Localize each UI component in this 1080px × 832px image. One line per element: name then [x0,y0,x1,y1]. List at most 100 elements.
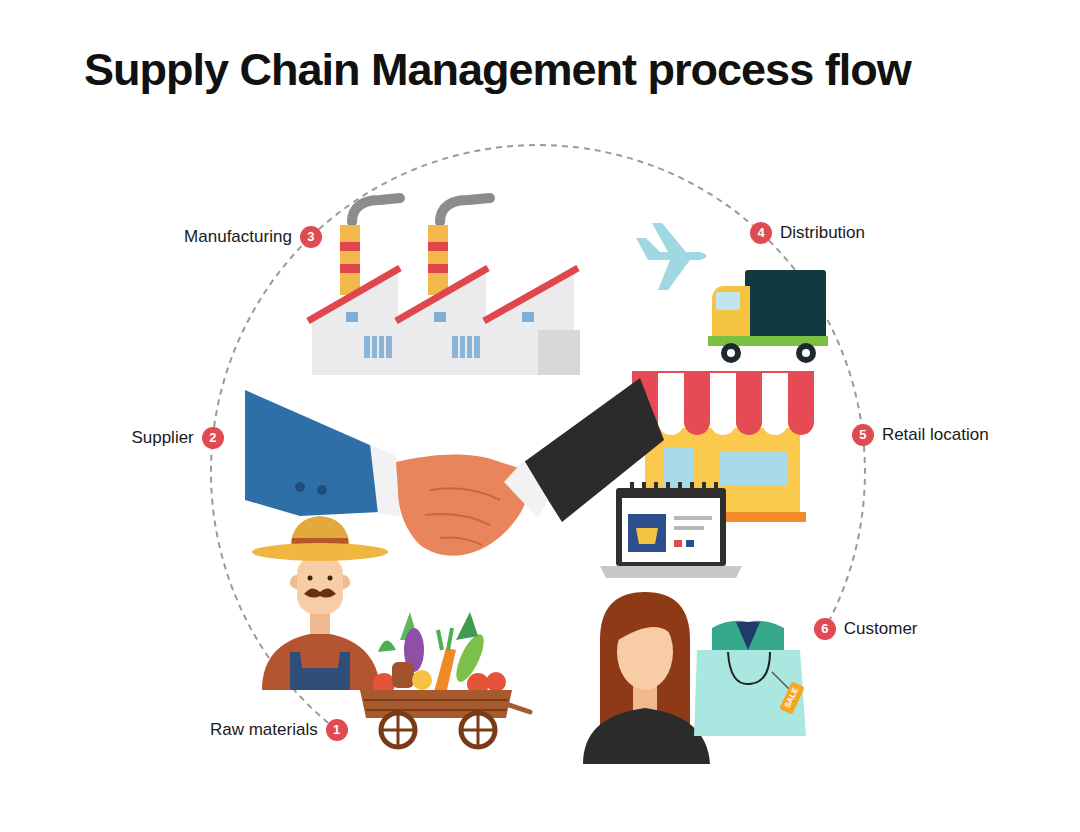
laptop-part [678,482,682,494]
truck-part [716,292,740,310]
step-node: 1Raw materials [326,719,348,741]
shopping-bag [694,621,806,736]
shopping-bag-part [736,622,760,650]
factory-part [312,270,574,375]
produce-cart-part [434,648,456,694]
handshake [245,378,664,556]
step-node: 4Distribution [750,222,772,244]
factory-part [434,312,446,322]
produce-cart-part [392,662,414,688]
laptop-part [600,566,742,578]
handshake-part [396,454,529,555]
callout-number: 3 [300,226,322,248]
produce-cart-part [456,612,478,640]
step-node: 2Supplier [202,427,224,449]
factory-part [340,225,360,295]
step-label: Retail location [882,425,989,445]
step-node: 6Customer [814,618,836,640]
produce-cart-part [506,704,530,712]
factory-part [308,268,578,321]
handshake-part [245,390,380,516]
produce-cart-part [381,713,415,747]
callout-number: 4 [750,222,772,244]
laptop-part [686,540,694,547]
shopping-bag-part [779,681,804,714]
factory-part [340,264,360,273]
store-part [658,409,684,435]
produce-cart-part [486,672,506,692]
produce-cart-part [378,640,396,652]
laptop-part [674,516,712,520]
produce-cart-part [461,713,495,747]
factory-part [538,330,580,375]
store-part [632,371,814,373]
produce-cart-part [412,670,432,690]
handshake-part [317,485,327,495]
laptop-part [642,482,646,494]
farmer-part [252,543,388,561]
step-node: 5Retail location [852,424,874,446]
store-part [684,409,710,435]
store-part [736,409,762,435]
truck-part [796,343,816,363]
laptop-part [702,482,706,494]
farmer [252,516,388,690]
customer-figure-part [615,598,676,642]
handshake-part [425,488,500,545]
laptop-part [654,482,658,494]
factory-part [346,312,358,322]
truck-part [727,349,735,357]
produce-cart-part [360,690,512,718]
factory-part [371,336,473,358]
laptop-part [674,540,682,547]
laptop-part [622,498,720,562]
step-label: Supplier [131,428,193,448]
store-part [710,409,736,435]
truck [708,270,828,363]
factory-part [340,242,360,251]
truck-part [802,349,810,357]
factory-part [428,225,448,295]
flow-arc [830,446,865,619]
store-part [720,452,788,486]
farmer-part [328,576,333,581]
laptop [600,482,742,578]
shopping-bag-part [728,652,770,684]
laptop-part [714,482,718,494]
handshake-part [504,460,548,518]
factory-part [352,198,400,222]
callout-number: 5 [852,424,874,446]
farmer-part [262,632,380,690]
laptop-part [690,482,694,494]
airplane-part [652,223,686,252]
laptop-part [674,526,704,530]
factory-part [522,312,534,322]
farmer-part [297,556,343,614]
callout-number: 1 [326,719,348,741]
truck-part [745,270,826,340]
factory [308,198,580,375]
truck-part [721,343,741,363]
shopping-bag-part [772,672,790,690]
truck-part [712,286,750,340]
customer-figure [583,592,710,764]
flow-arc [319,145,753,229]
shopping-bag-part [694,650,806,736]
diagram-title: Supply Chain Management process flow [84,42,911,98]
store-part [762,409,788,435]
step-label: Raw materials [210,720,318,740]
laptop-part [628,514,666,552]
farmer-part [308,576,313,581]
airplane [636,223,707,290]
laptop-part [636,528,658,544]
step-label: Distribution [780,223,865,243]
handshake-part [295,482,305,492]
farmer-part [290,652,350,690]
laptop-part [616,488,726,566]
laptop-part [630,482,634,494]
customer-figure-part [583,708,710,764]
farmer-part [304,588,336,597]
